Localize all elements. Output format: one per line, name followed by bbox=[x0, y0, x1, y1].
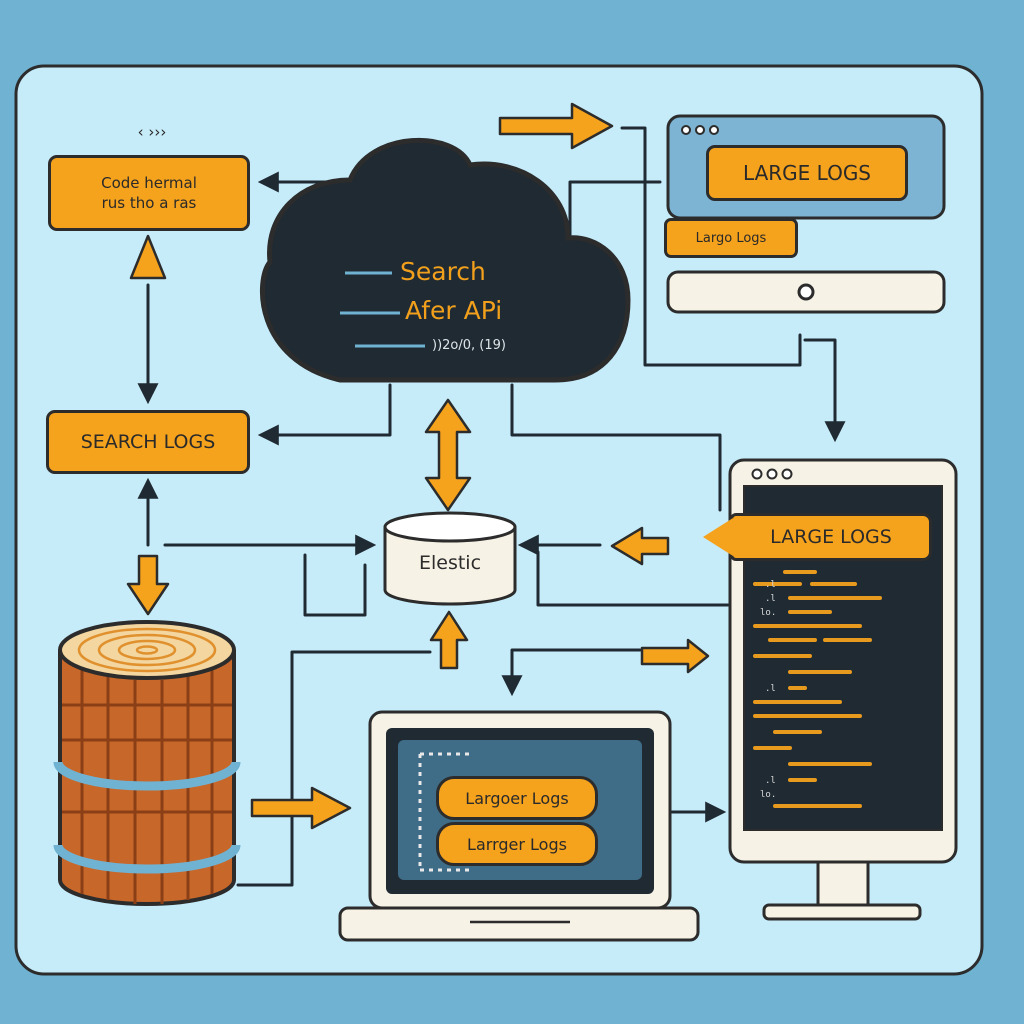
search-logs-button[interactable]: SEARCH LOGS bbox=[46, 410, 250, 474]
monitor-dot-2 bbox=[766, 468, 778, 480]
gutter-6: lo. bbox=[760, 790, 776, 800]
gutter-1: .l bbox=[765, 580, 776, 590]
arrow-down-left bbox=[126, 554, 170, 616]
monitor-large-logs-label: LARGE LOGS bbox=[730, 513, 932, 561]
monitor-label-pointer bbox=[703, 518, 733, 556]
arrow-double-vertical bbox=[424, 398, 472, 512]
ring-4 bbox=[135, 645, 159, 655]
log-band-1 bbox=[53, 761, 241, 791]
browser-dots bbox=[681, 125, 719, 135]
gutter-3: lo. bbox=[760, 608, 776, 618]
browser-dot-3 bbox=[709, 125, 719, 135]
code-box-line2: rus tho a ras bbox=[101, 194, 197, 212]
ring-3 bbox=[117, 639, 177, 661]
laptop-button-2[interactable]: Larrger Logs bbox=[436, 822, 598, 866]
gutter-2: .l bbox=[765, 594, 776, 604]
monitor-neck bbox=[816, 860, 870, 907]
log-barrel bbox=[53, 620, 241, 906]
gutter-5: .l bbox=[765, 776, 776, 786]
code-lines bbox=[753, 570, 882, 808]
cloud-subtext: ))2o/0, (19) bbox=[432, 337, 506, 353]
laptop-base bbox=[338, 906, 700, 942]
code-box: Code hermal rus tho a ras bbox=[48, 155, 250, 231]
cloud-shape bbox=[259, 137, 631, 383]
browser-dot-1 bbox=[681, 125, 691, 135]
search-bar-knob bbox=[797, 283, 815, 301]
code-gutter: .l .l lo. .l .l lo. bbox=[760, 580, 776, 800]
log-rings bbox=[77, 627, 217, 673]
arrow-up-to-elastic bbox=[429, 610, 469, 670]
browser-dot-2 bbox=[695, 125, 705, 135]
cloud-title-line2: Afer APi bbox=[405, 295, 503, 325]
code-box-line1: Code hermal bbox=[101, 174, 197, 192]
laptop-dash-lines bbox=[418, 752, 470, 872]
gutter-4: .l bbox=[765, 684, 776, 694]
connector-top-frame bbox=[620, 126, 802, 367]
log-top bbox=[58, 620, 236, 680]
log-band-2 bbox=[53, 844, 241, 874]
ring-2 bbox=[97, 633, 197, 667]
arrow-top-right bbox=[498, 102, 614, 150]
arrow-up-left bbox=[129, 234, 167, 280]
browser-small-tag: Largo Logs bbox=[664, 218, 798, 258]
monitor-dot-3 bbox=[781, 468, 793, 480]
connector-left-to-laptop-area bbox=[236, 650, 432, 887]
elastic-cylinder bbox=[383, 527, 517, 606]
monitor-dot-1 bbox=[751, 468, 763, 480]
laptop-button-1[interactable]: Largoer Logs bbox=[436, 776, 598, 820]
elastic-label: Elestic bbox=[418, 552, 482, 574]
monitor-dots bbox=[751, 468, 793, 480]
connector-down-arrow bbox=[501, 648, 642, 697]
arrow-left-to-elastic bbox=[610, 526, 670, 566]
ring-1 bbox=[77, 627, 217, 673]
connector-loop-under-elastic bbox=[303, 553, 367, 617]
log-barrel-body bbox=[58, 650, 236, 906]
connector-to-monitor bbox=[803, 338, 846, 443]
cloud-title-line1: Search bbox=[400, 256, 486, 286]
monitor-foot bbox=[762, 903, 922, 921]
cloud-lines bbox=[340, 271, 425, 348]
arrow-right-to-laptop bbox=[250, 786, 352, 830]
bracket-symbol: ‹ ››› bbox=[137, 123, 167, 141]
browser-large-logs-label: LARGE LOGS bbox=[706, 145, 908, 201]
connector-cloud-to-monitor bbox=[510, 383, 722, 512]
elastic-top bbox=[383, 511, 517, 543]
arrow-right-small bbox=[640, 638, 710, 674]
orange-arrows bbox=[126, 102, 710, 830]
connector-monitor-bottom bbox=[536, 550, 730, 607]
connector-cloud-to-search-logs bbox=[257, 383, 392, 446]
